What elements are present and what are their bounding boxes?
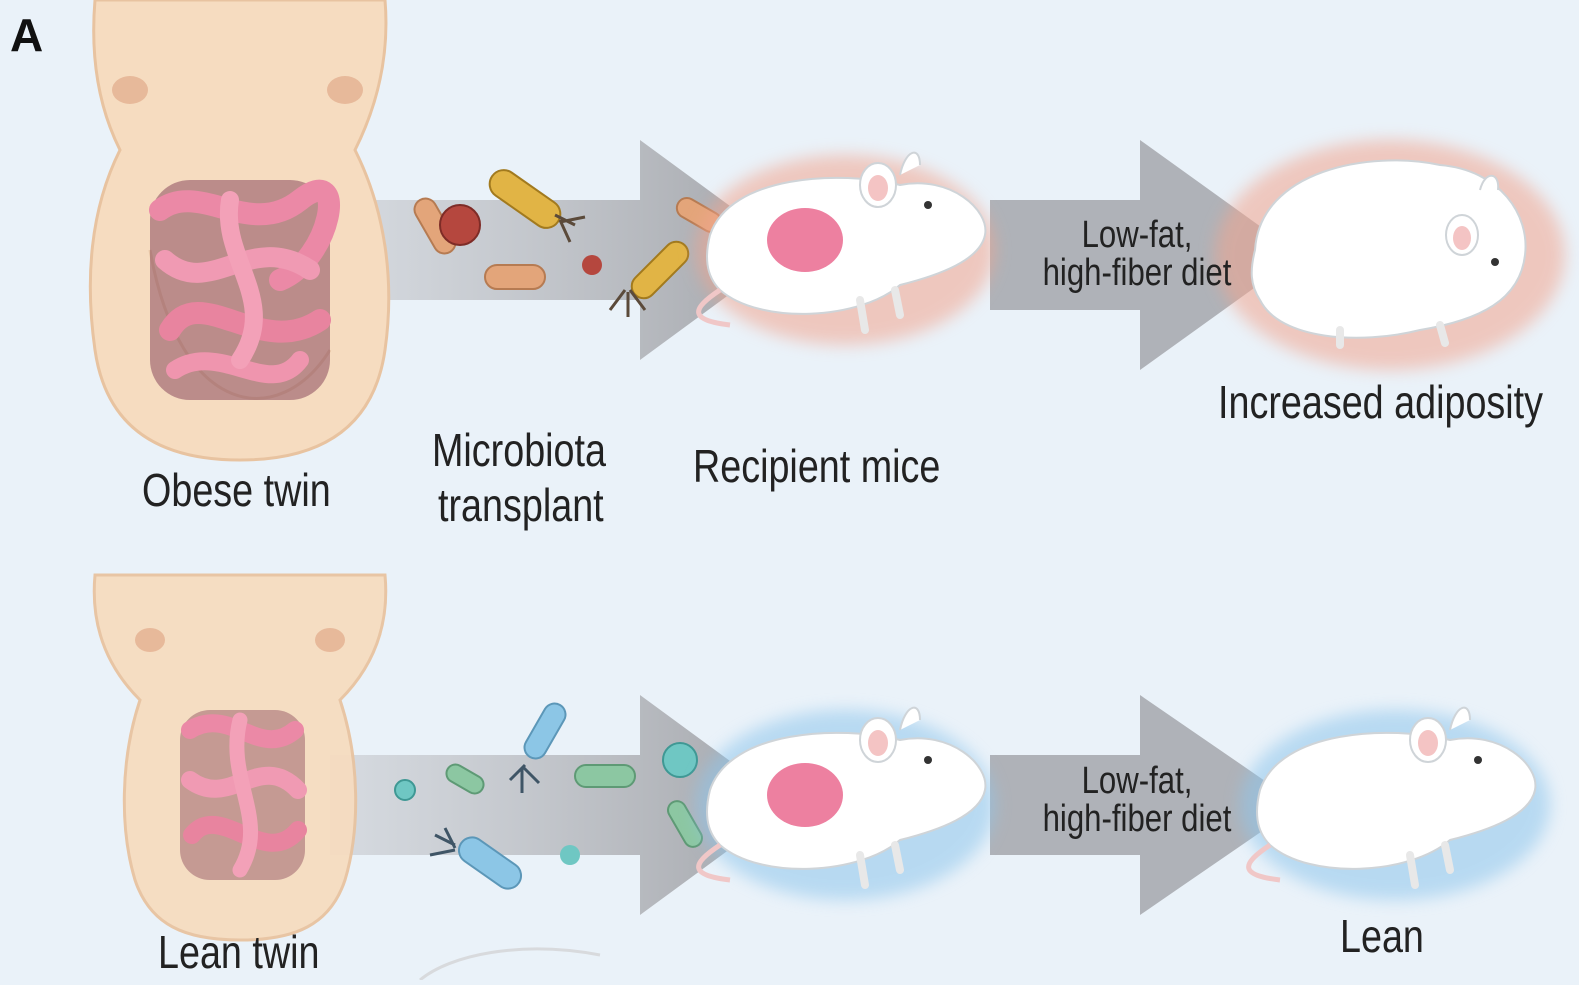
obese-gut — [150, 180, 330, 400]
recipient-mouse-top — [695, 153, 995, 345]
transplant-label-line1: Microbiota — [432, 426, 606, 474]
increased-adiposity-label: Increased adiposity — [1218, 378, 1543, 426]
diet-label-bottom-line2: high-fiber diet — [1026, 800, 1247, 838]
obese-outcome-mouse — [1215, 140, 1565, 370]
diet-label-top-line2: high-fiber diet — [1026, 254, 1247, 292]
diet-label-bottom: Low-fat, high-fiber diet — [1026, 762, 1247, 838]
transplant-label-line2: transplant — [438, 481, 604, 529]
recipient-mice-label: Recipient mice — [693, 442, 940, 490]
diet-label-bottom-line1: Low-fat, — [1026, 762, 1247, 800]
diet-label-top-line1: Low-fat, — [1026, 216, 1247, 254]
lean-outcome-label: Lean — [1340, 912, 1424, 960]
partial-next-figure — [420, 949, 600, 980]
lean-gut — [180, 710, 305, 880]
lean-outcome-mouse — [1240, 708, 1550, 900]
panel-letter: A — [10, 8, 43, 62]
bottom-row — [94, 575, 1550, 980]
recipient-mouse-bottom — [695, 708, 995, 900]
obese-twin-label: Obese twin — [142, 466, 331, 514]
diet-label-top: Low-fat, high-fiber diet — [1026, 216, 1247, 292]
lean-twin-label: Lean twin — [158, 928, 319, 976]
